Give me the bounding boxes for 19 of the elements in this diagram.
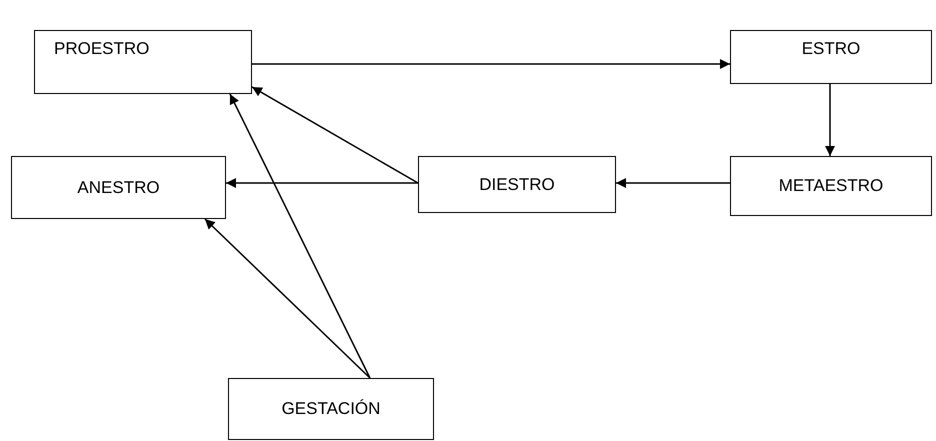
stage-box xyxy=(418,156,616,213)
stage-box xyxy=(11,156,226,219)
stage-label: PROESTRO xyxy=(54,39,150,59)
stage-label: DIESTRO xyxy=(479,174,555,194)
stage-box xyxy=(730,30,932,84)
stage-label: ESTRO xyxy=(802,39,860,59)
stage-label: GESTACIÓN xyxy=(282,399,380,419)
arrow xyxy=(204,218,370,379)
stage-box xyxy=(228,378,434,440)
stage-label: METAESTRO xyxy=(778,176,884,196)
arrow xyxy=(252,86,418,184)
arrow xyxy=(252,59,730,70)
stage-box xyxy=(34,30,252,94)
stage-box xyxy=(730,156,932,216)
arrow xyxy=(825,84,835,156)
arrow xyxy=(226,178,418,188)
arrow xyxy=(616,178,730,188)
stage-label: ANESTRO xyxy=(77,178,160,198)
arrow xyxy=(229,94,371,378)
